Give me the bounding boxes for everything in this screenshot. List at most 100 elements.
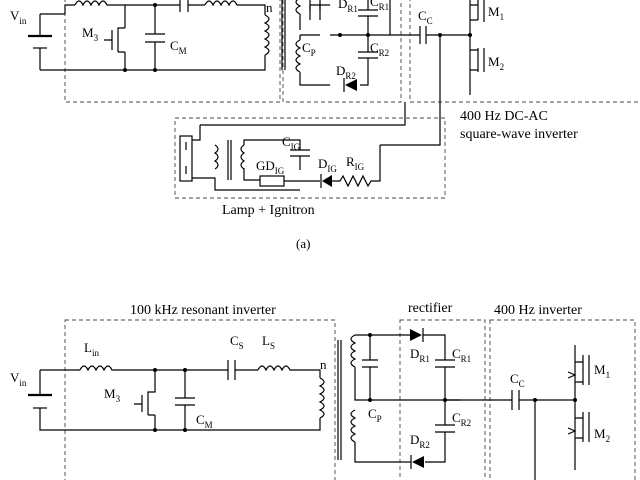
rectifier-section-box-a: [282, 0, 402, 103]
vin-wires-a: [39, 14, 65, 71]
vin-wires-b: [39, 370, 65, 431]
cr2-label-a: CR2: [370, 40, 389, 58]
ls-inductor-a: [204, 0, 266, 15]
resonant-section-box-b: [64, 319, 336, 480]
node-dot: [153, 68, 157, 72]
m3-switch-a: [104, 5, 126, 70]
dr2-label-b: DR2: [410, 432, 430, 450]
transformer-secondary-b: [350, 334, 357, 443]
cr1-label-b: CR1: [452, 346, 471, 364]
cs-capacitor-b: [220, 360, 258, 380]
cig-capacitor: [243, 139, 310, 181]
transformer-core-b: [337, 340, 342, 460]
cs-capacitor-a: [135, 0, 205, 12]
lin-label-b: Lin: [84, 340, 99, 358]
resonant-title-b: 100 kHz resonant inverter: [130, 303, 276, 318]
transformer-secondary-a: [295, 0, 302, 73]
gdig-label: GDIG: [256, 158, 285, 176]
m3-label-b: M3: [104, 386, 121, 404]
node-dot: [368, 333, 372, 337]
dr1-diode-b: [410, 329, 422, 341]
node-dot: [468, 33, 472, 37]
node-dot: [338, 33, 342, 37]
turns-ratio-label-b: n: [320, 357, 327, 372]
resonant-section-box-a: [64, 0, 281, 103]
cm-label-a: CM: [170, 38, 187, 56]
lamp-feed-wires: [200, 35, 441, 146]
turns-ratio-label-a: n: [266, 0, 273, 15]
m3-switch-b: [134, 370, 156, 430]
cc-label-b: CC: [510, 371, 525, 389]
cc-label-a: CC: [418, 8, 433, 26]
lamp-wires: [192, 125, 300, 191]
mosfet-arrows-b: [567, 371, 577, 435]
dig-label: DIG: [318, 156, 337, 174]
cp-label-a: CP: [302, 40, 316, 58]
gd-ig-box: [259, 175, 285, 187]
figure-b: 100 kHz resonant inverter rectifier 400 …: [10, 301, 636, 480]
node-dot: [366, 33, 370, 37]
lamp-tube: [179, 135, 193, 182]
node-dot: [153, 3, 157, 7]
bottom-wire-b: [65, 418, 321, 431]
figure-a-caption: (a): [296, 236, 310, 251]
rectifier-title-b: rectifier: [408, 301, 453, 316]
m2-label-b: M2: [594, 426, 610, 444]
cm-capacitor-a: [145, 5, 165, 70]
vin-label-b: Vin: [10, 370, 27, 388]
r-ig-resistor: [332, 145, 381, 188]
cs-label-b: CS: [230, 333, 244, 351]
cc-capacitor-a: [410, 26, 470, 44]
cr2-label-b: CR2: [452, 410, 471, 428]
lamp-title: Lamp + Ignitron: [222, 203, 315, 218]
cm-label-b: CM: [196, 412, 213, 430]
cc-capacitor-b: [445, 390, 575, 410]
m1-label-a: M1: [488, 4, 504, 22]
node-dot: [153, 428, 157, 432]
d-ig-diode: [322, 175, 332, 187]
inverter-section-box-b: [489, 319, 636, 480]
inverter-title-b: 400 Hz inverter: [494, 303, 582, 318]
lin-inductor-b: [79, 365, 220, 372]
rig-label: RIG: [346, 154, 365, 172]
lamp-section-box: [174, 117, 446, 199]
inverter-section-box-a: [409, 0, 640, 103]
m3-label-a: M3: [82, 25, 99, 43]
dr2-diode-b: [412, 456, 424, 468]
cp-capacitor-b: [362, 335, 378, 400]
vin-label-a: Vin: [10, 8, 27, 26]
transformer-primary-b: [318, 377, 325, 419]
cm-capacitor-b: [175, 370, 195, 430]
ls-inductor-b: [257, 365, 321, 378]
figure-a: Vin M3 CM n CP DR1 CR1 CR: [10, 0, 640, 251]
rectifier-section-box-b: [399, 319, 486, 480]
transformer-core-a: [281, 0, 286, 70]
bottom-wire-a: [65, 55, 266, 71]
inverter-title-a-line2: square-wave inverter: [460, 127, 578, 142]
dr2-label-a: DR2: [336, 63, 356, 81]
node-dot: [123, 68, 127, 72]
m1-label-b: M1: [594, 362, 610, 380]
inverter-title-a-line1: 400 Hz DC-AC: [460, 109, 548, 124]
cig-label: CIG: [282, 134, 301, 152]
m2-label-a: M2: [488, 54, 504, 72]
dr1-label-b: DR1: [410, 346, 430, 364]
cp-label-b: CP: [368, 406, 382, 424]
dr1-label-a: DR1: [338, 0, 358, 14]
dr2-diode-a: [345, 79, 357, 91]
node-dot: [183, 368, 187, 372]
m1-m2-switches-b: [574, 345, 590, 470]
secondary-wires-b: [354, 334, 460, 463]
node-dot: [183, 428, 187, 432]
cr1-label-a: CR1: [370, 0, 389, 12]
lin-inductor-a: [74, 0, 135, 7]
m1-m2-switches-a: [469, 0, 485, 95]
ls-label-b: LS: [262, 333, 275, 351]
cp-plates-a: [309, 5, 321, 20]
ignition-transformer: [213, 140, 246, 180]
node-dot: [153, 368, 157, 372]
node-dot: [368, 398, 372, 402]
transformer-primary-a: [263, 14, 270, 56]
top-wire-a: [40, 4, 75, 15]
